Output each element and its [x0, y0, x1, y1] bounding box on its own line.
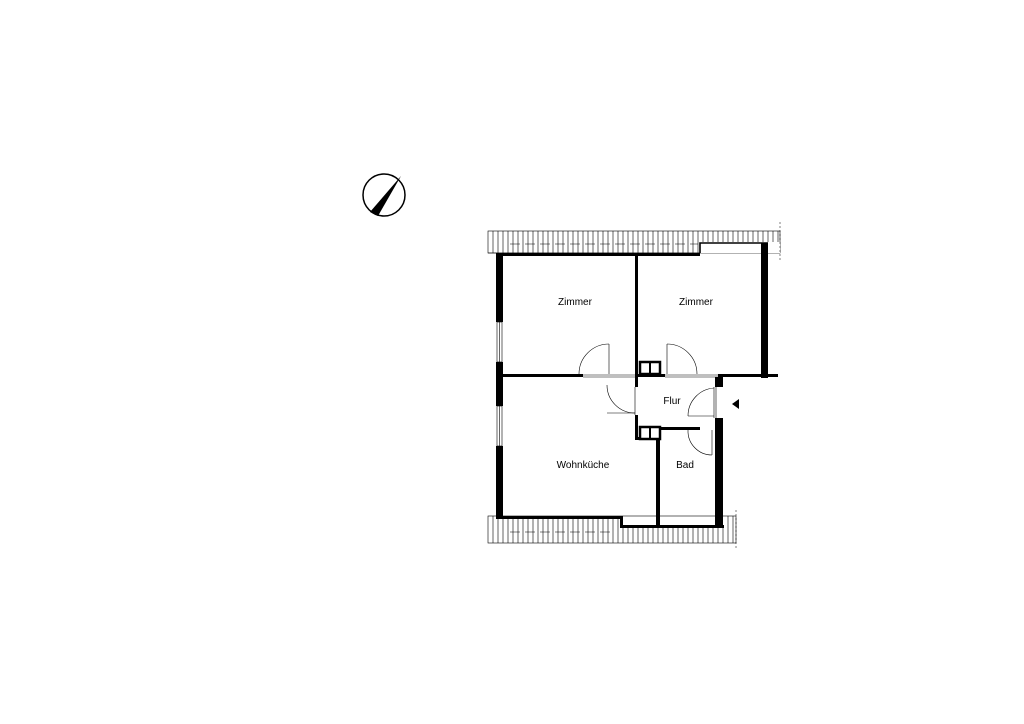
entrance-triangle-icon [732, 399, 739, 409]
room-label-bad: Bad [676, 460, 694, 471]
doors [578, 343, 718, 456]
room-label-zimmer-2: Zimmer [679, 297, 714, 308]
walls [496, 243, 778, 528]
room-label-zimmer-1: Zimmer [558, 297, 593, 308]
north-arrow-icon [362, 173, 406, 217]
windows-left [496, 321, 503, 447]
room-label-wohnkueche: Wohnküche [557, 460, 610, 471]
room-label-flur: Flur [663, 396, 681, 407]
